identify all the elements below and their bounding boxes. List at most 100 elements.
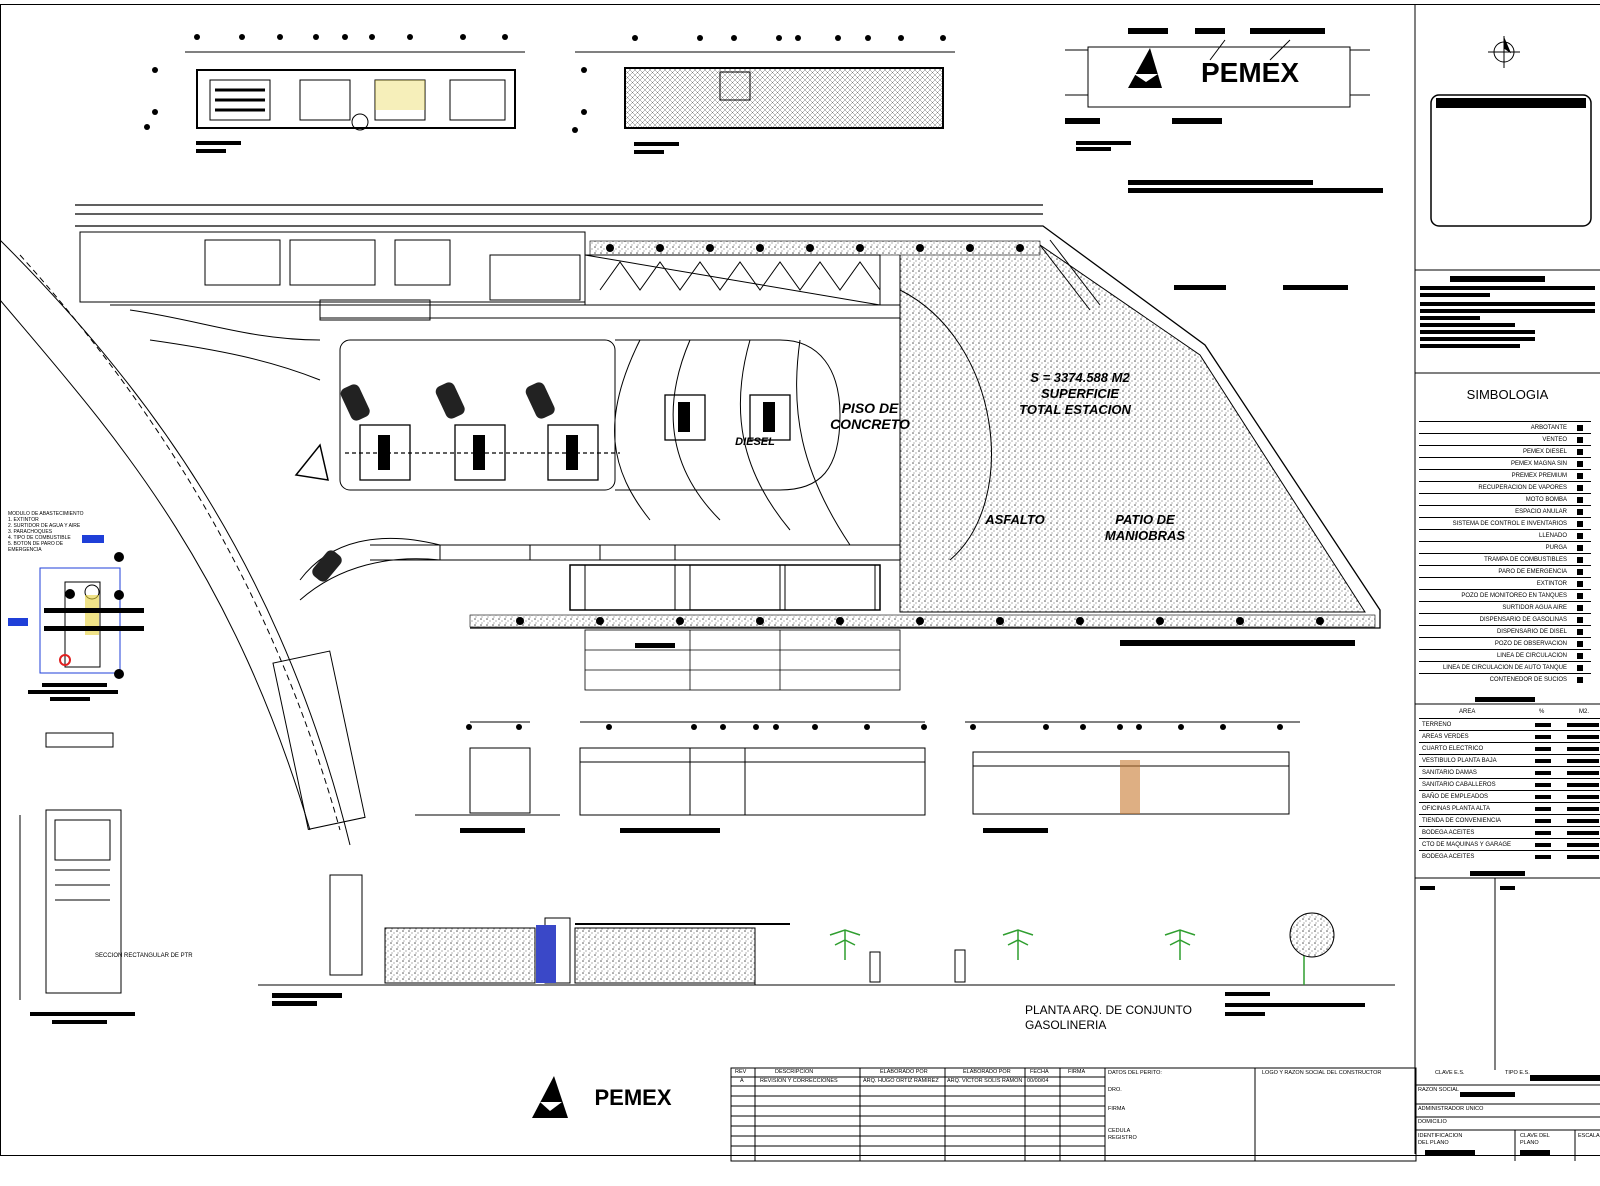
- sym-magna-sin: PEMEX MAGNA SIN: [1419, 457, 1591, 470]
- rev-row-desc: REVISION Y CORRECCIONES: [760, 1078, 838, 1084]
- north-arrow-icon: [1488, 36, 1520, 68]
- sym-arbotante: ARBOTANTE: [1419, 421, 1591, 434]
- dispenser-islands: [345, 394, 791, 481]
- general-notes-redacted: [1420, 276, 1595, 348]
- floor-plan-ground: [185, 51, 525, 131]
- pemex-logo-top-icon: [1128, 48, 1162, 88]
- perito-label: DATOS DEL PERITO:: [1108, 1070, 1162, 1076]
- sign-section-label: SECCION RECTANGULAR DE PTR: [95, 953, 193, 959]
- clave-plano-label: CLAVE DEL PLANO: [1520, 1133, 1550, 1146]
- sym-purga: PURGA: [1419, 541, 1591, 554]
- module-legend-item: 3. PARACHOQUES: [8, 529, 53, 535]
- clave-es-label: CLAVE E.S.: [1435, 1070, 1465, 1076]
- sym-espacio-anular: ESPACIO ANULAR: [1419, 505, 1591, 518]
- sym-linea-circulacion: LINEA DE CIRCULACION: [1419, 649, 1591, 662]
- sign-tower-detail: [19, 732, 122, 1000]
- sym-linea-auto-tanque: LINEA DE CIRCULACION DE AUTO TANQUE: [1419, 661, 1591, 674]
- sym-recuperacion: RECUPERACION DE VAPORES: [1419, 481, 1591, 494]
- sym-trampa: TRAMPA DE COMBUSTIBLES: [1419, 553, 1591, 566]
- area-label-2: SUPERFICIE: [1040, 386, 1119, 401]
- module-legend-item: 2. SURTIDOR DE AGUA Y AIRE: [8, 523, 81, 529]
- area-row: CUARTO ELECTRICO: [1419, 742, 1600, 755]
- sheet-border: [0, 4, 1600, 1156]
- areas-header-pct: %: [1539, 709, 1545, 715]
- asphalt-label: ASFALTO: [985, 512, 1045, 527]
- module-legend: MODULO DE ABASTECIMIENTO 1. EXTINTOR 2. …: [8, 511, 88, 553]
- areas-header: AREA % M2.: [1419, 707, 1600, 717]
- sym-surtidor-agua: SURTIDOR AGUA AIRE: [1419, 601, 1591, 614]
- razon-social-label: RAZON SOCIAL: [1418, 1087, 1459, 1093]
- rev-header-elab1: ELABORADO POR: [880, 1069, 928, 1075]
- floor-plan-roof: [575, 51, 955, 129]
- rev-row-elab2: ARQ. VICTOR SOLIS RAMON: [947, 1078, 1023, 1084]
- long-elevation: [258, 874, 1395, 986]
- title-column-lines: [1414, 4, 1600, 1154]
- area-row: BODEGA ACEITES: [1419, 850, 1600, 863]
- module-legend-title: MODULO DE ABASTECIMIENTO: [8, 511, 84, 517]
- area-row: TIENDA DE CONVENIENCIA: [1419, 814, 1600, 827]
- title-block-lines: [730, 1067, 1600, 1162]
- brand-bottom: PEMEX: [594, 1085, 672, 1110]
- identificacion-label: IDENTIFICACION DEL PLANO: [1418, 1133, 1463, 1146]
- sym-pozo-monitoreo: POZO DE MONITOREO EN TANQUES: [1419, 589, 1591, 602]
- area-row: TERRENO: [1419, 718, 1600, 731]
- escala-label: ESCALA: [1578, 1133, 1600, 1139]
- concrete-label-2: CONCRETO: [830, 416, 910, 432]
- sym-dispensario-gasolinas: DISPENSARIO DE GASOLINAS: [1419, 613, 1591, 626]
- sym-pemex-diesel: PEMEX DIESEL: [1419, 445, 1591, 458]
- area-row: BODEGA ACEITES: [1419, 826, 1600, 839]
- area-row: BAÑO DE EMPLEADOS: [1419, 790, 1600, 803]
- rev-row-elab1: ARQ. HUGO ORTIZ RAMIREZ: [863, 1078, 939, 1084]
- concrete-label-1: PISO DE: [841, 400, 899, 416]
- sym-llenado: LLENADO: [1419, 529, 1591, 542]
- notes-box: [1430, 94, 1592, 227]
- pemex-logo-bottom-icon: [532, 1076, 568, 1118]
- administrador-label: ADMINISTRADOR UNICO: [1418, 1106, 1484, 1112]
- fuel-tanks: [319, 299, 881, 611]
- sheet-title-1: PLANTA ARQ. DE CONJUNTO: [1025, 1003, 1192, 1017]
- lot-boundary: [75, 204, 1381, 629]
- area-row: OFICINAS PLANTA ALTA: [1419, 802, 1600, 815]
- elevation-front: [579, 721, 926, 816]
- perito-dro: DRO.: [1108, 1087, 1122, 1093]
- simbologia-title: SIMBOLOGIA: [1466, 387, 1549, 402]
- constructor-label: LOGO Y RAZON SOCIAL DEL CONSTRUCTOR: [1262, 1070, 1382, 1076]
- sheet-title-2: GASOLINERIA: [1025, 1018, 1107, 1032]
- area-label-3: TOTAL ESTACION: [1019, 402, 1131, 417]
- tank-dimension-grid: [584, 629, 901, 691]
- brand-top: PEMEX: [1200, 57, 1300, 88]
- perito-firma: FIRMA: [1108, 1106, 1126, 1112]
- sym-dispensario-disel: DISPENSARIO DE DISEL: [1419, 625, 1591, 638]
- road: [0, 239, 366, 846]
- areas-header-area: AREA: [1459, 709, 1476, 715]
- area-label-1: S = 3374.588 M2: [1030, 370, 1130, 385]
- warning-sign-icon: [294, 443, 329, 481]
- landscape-trees: [829, 929, 1305, 985]
- pemex-sign-elevation: [1065, 39, 1370, 108]
- sym-paro-emergencia: PARO DE EMERGENCIA: [1419, 565, 1591, 578]
- area-row: SANITARIO CABALLEROS: [1419, 778, 1600, 791]
- parking-ramp: [1039, 239, 1101, 311]
- area-row: VESTIBULO PLANTA BAJA: [1419, 754, 1600, 767]
- areas-header-m2: M2.: [1579, 709, 1590, 715]
- rev-header-firma: FIRMA: [1068, 1069, 1086, 1075]
- sym-pozo-observacion: POZO DE OBSERVACION: [1419, 637, 1591, 650]
- module-legend-item: 5. BOTON DE PARO DE EMERGENCIA: [8, 541, 64, 553]
- fuel-module-detail: [39, 567, 121, 674]
- elevation-side-small: [415, 721, 560, 816]
- car-icons: [312, 382, 555, 582]
- rev-header-elab2: ELABORADO POR: [963, 1069, 1011, 1075]
- area-row: SANITARIO DAMAS: [1419, 766, 1600, 779]
- diesel-label: DIESEL: [735, 436, 775, 448]
- sym-moto-bomba: MOTO BOMBA: [1419, 493, 1591, 506]
- building-strip: [79, 231, 881, 306]
- area-row: CTO DE MAQUINAS Y GARAGE: [1419, 838, 1600, 851]
- domicilio-label: DOMICILIO: [1418, 1119, 1447, 1125]
- area-row: AREAS VERDES: [1419, 730, 1600, 743]
- rev-header-desc: DESCRIPCION: [775, 1069, 814, 1075]
- rev-row-rev: A: [740, 1078, 744, 1084]
- tipo-es-label: TIPO E.S.: [1505, 1070, 1530, 1076]
- sym-contenedor: CONTENEDOR DE SUCIOS: [1419, 673, 1591, 686]
- module-legend-item: 4. TIPO DE COMBUSTIBLE: [8, 535, 71, 541]
